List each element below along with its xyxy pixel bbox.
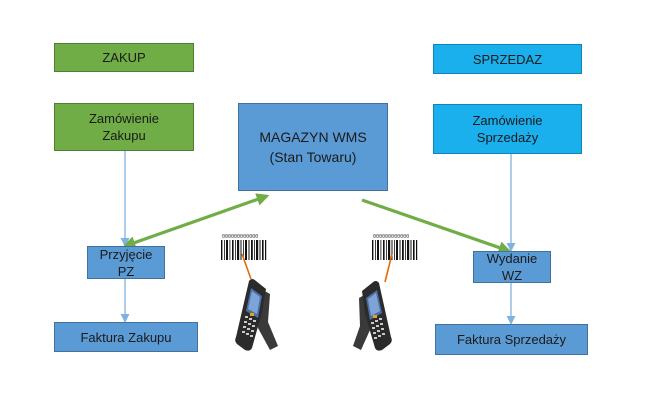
node-zakup: ZAKUP (54, 43, 194, 72)
node-faktura-zakupu: Faktura Zakupu (54, 322, 198, 352)
handheld-scanner-left: 000000000000 (220, 231, 278, 351)
barcode-icon: 000000000000 (220, 231, 268, 261)
node-wydanie-wz: Wydanie WZ (473, 251, 551, 283)
svg-text:000000000000: 000000000000 (222, 234, 258, 240)
barcode-icon: 000000000000 (371, 231, 419, 261)
handheld-scanner-right: 000000000000 (353, 231, 419, 351)
node-magazyn-wms: MAGAZYN WMS (Stan Towaru) (238, 103, 388, 191)
node-zamowienie-sprzedazy: Zamówienie Sprzedaży (433, 104, 582, 154)
arrow-magazyn-to-wydanie (361, 198, 512, 254)
node-faktura-sprzedazy: Faktura Sprzedaży (435, 324, 588, 355)
node-zamowienie-zakupu: Zamówienie Zakupu (54, 103, 194, 151)
arrow-przyjecie-to-magazyn (122, 193, 270, 249)
node-przyjecie-pz: Przyjęcie PZ (87, 246, 165, 279)
node-sprzedaz: SPRZEDAZ (433, 44, 582, 74)
svg-text:000000000000: 000000000000 (373, 234, 409, 240)
